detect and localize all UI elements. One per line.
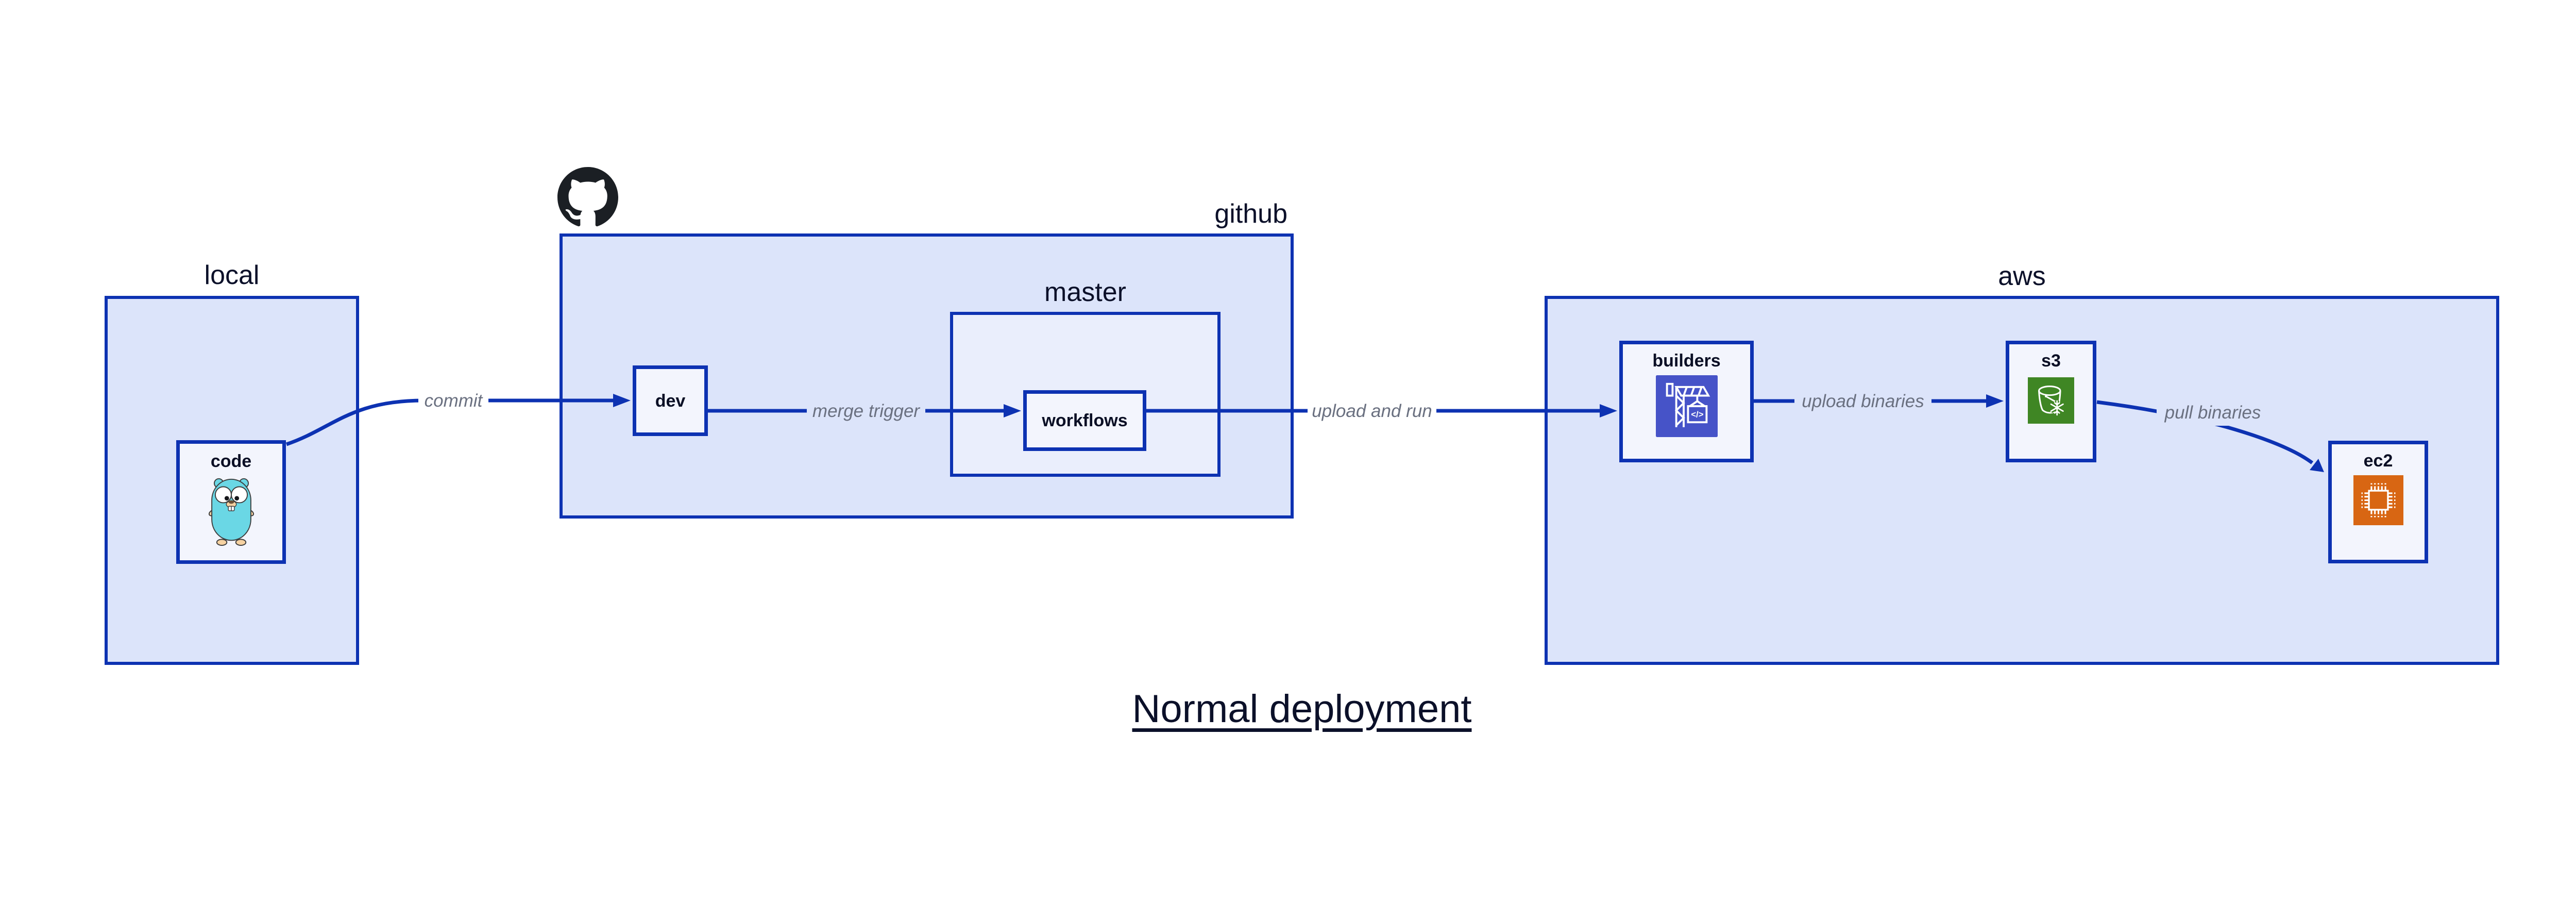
node-code-label: code xyxy=(210,452,252,471)
edge-label-upload-and-run: upload and run xyxy=(1312,401,1432,421)
node-ec2-label: ec2 xyxy=(2363,451,2393,471)
crane-codebuild-icon: </> xyxy=(1655,375,1718,437)
diagram-title: Normal deployment xyxy=(1132,687,1472,731)
node-workflows: workflows xyxy=(1023,390,1146,451)
ec2-chip-icon xyxy=(2353,475,2403,525)
node-builders-label: builders xyxy=(1652,351,1721,371)
github-octocat-icon xyxy=(557,167,618,227)
container-github-label: github xyxy=(1214,199,1287,229)
container-master-label: master xyxy=(1044,277,1126,307)
node-builders: builders </> xyxy=(1619,341,1754,462)
s3-bucket-snowflake-icon xyxy=(2028,377,2074,424)
node-s3: s3 xyxy=(2006,341,2096,462)
node-dev-label: dev xyxy=(655,391,686,411)
container-aws-label: aws xyxy=(1998,261,2046,291)
node-ec2: ec2 xyxy=(2328,441,2428,563)
container-local-label: local xyxy=(204,260,260,290)
go-gopher-icon xyxy=(208,478,254,546)
node-s3-label: s3 xyxy=(2041,351,2061,371)
edge-label-bg xyxy=(418,387,488,414)
edge-label-commit: commit xyxy=(425,391,483,411)
node-workflows-label: workflows xyxy=(1042,411,1128,430)
edge-label-bg xyxy=(1308,397,1436,424)
codebuild-glyph: </> xyxy=(1691,410,1703,420)
node-dev: dev xyxy=(633,365,708,436)
node-code: code xyxy=(176,440,286,564)
